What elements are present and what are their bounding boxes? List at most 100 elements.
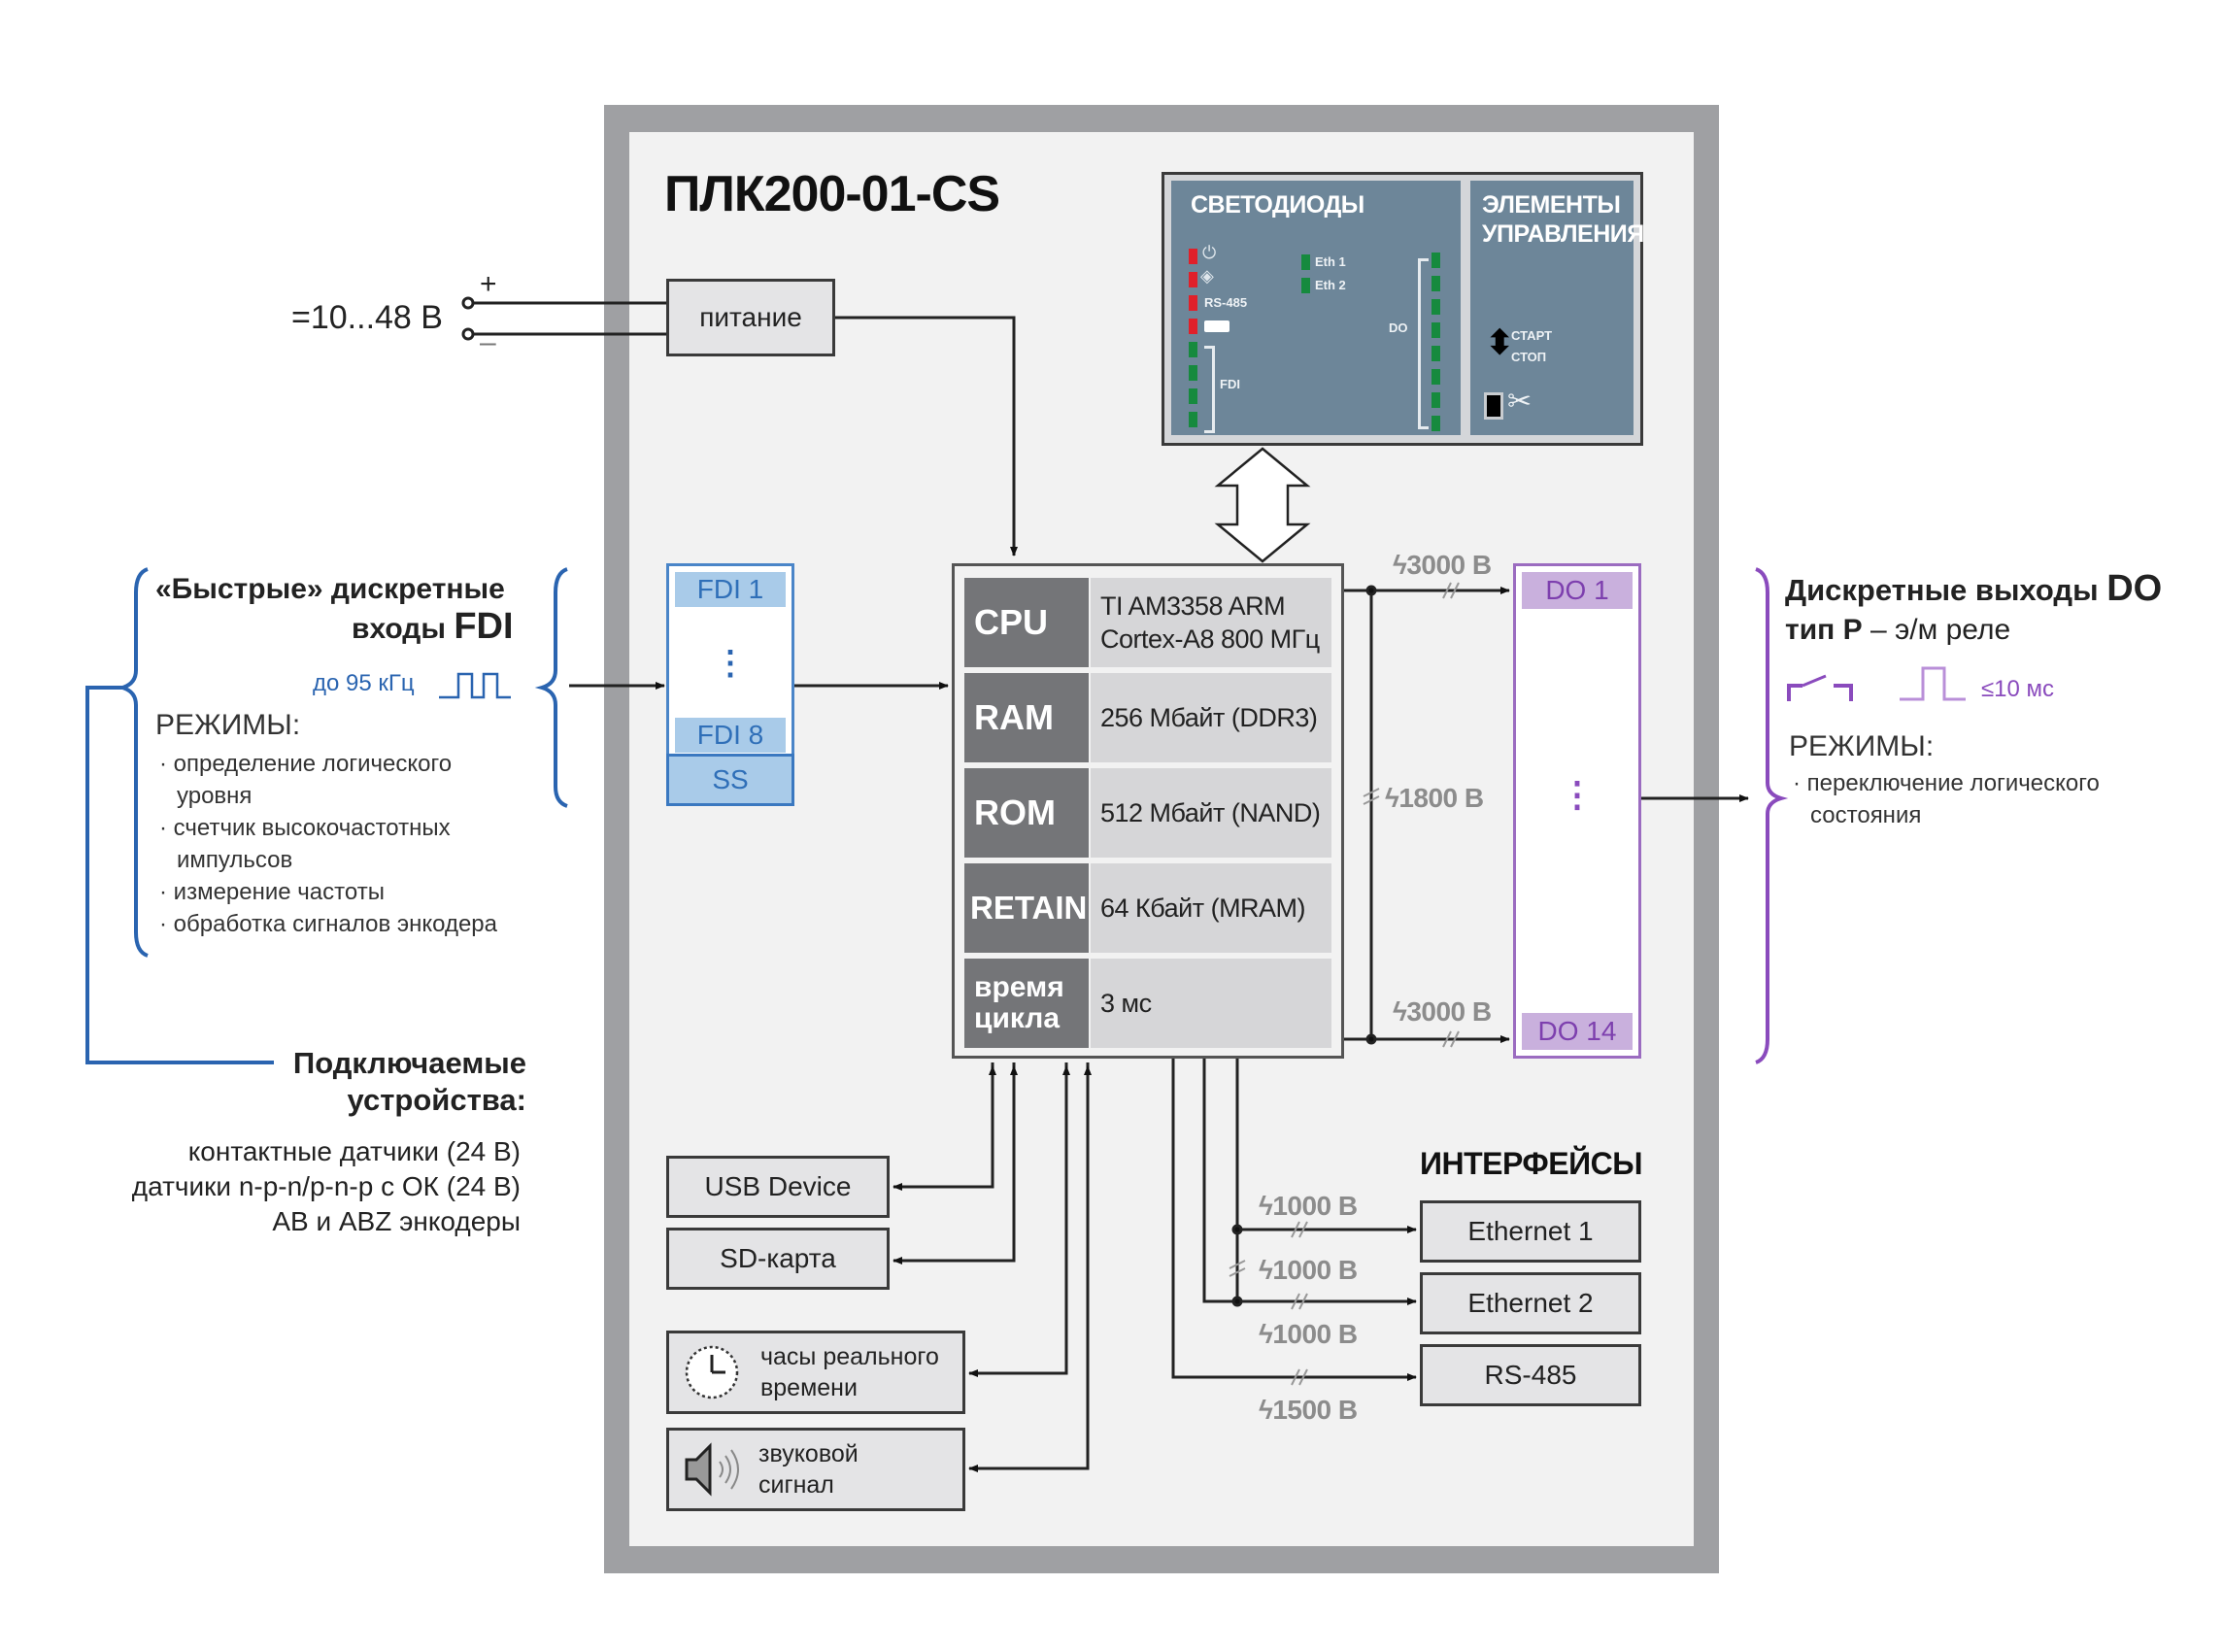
eth1-led <box>1301 254 1310 270</box>
isolation-rs485-label: ϟ1500 В <box>1259 1395 1358 1426</box>
controls-header-line1: ЭЛЕМЕНТЫ <box>1482 191 1621 219</box>
eth1-led-label: Eth 1 <box>1315 254 1346 269</box>
fdi-mode-text: определение логического <box>173 751 453 777</box>
do-type-bold: тип Р <box>1785 614 1863 646</box>
isolation-do1-value: 3000 В <box>1406 550 1492 580</box>
isolation-rs485-value: 1500 В <box>1272 1395 1358 1425</box>
do-led <box>1431 416 1440 431</box>
ram-key: RAM <box>964 673 1089 762</box>
fdi-mode-text: импульсов <box>177 847 293 873</box>
do-title-prefix: Дискретные выходы <box>1785 573 2107 607</box>
fdi-title-bold: FDI <box>454 606 514 647</box>
speaker-icon <box>685 1442 739 1497</box>
interfaces-header: ИНТЕРФЕЙСЫ <box>1420 1146 1643 1181</box>
do-brace <box>1755 567 1789 1064</box>
fdi-modes-header: РЕЖИМЫ: <box>155 709 301 741</box>
do-outputs-block: DO 1 ⋮ DO 14 <box>1513 563 1641 1059</box>
fdi-mode-item: уровня <box>159 780 497 812</box>
do-led <box>1431 253 1440 268</box>
power-symbol-icon: ⏻ <box>1202 243 1217 262</box>
fdi-brace-left <box>115 567 149 958</box>
fdi-bracket <box>1204 346 1215 433</box>
do-type-rest: – э/м реле <box>1862 614 2011 646</box>
isolation-do14-value: 3000 В <box>1406 996 1492 1027</box>
isolation-do-group-value: 1800 В <box>1398 783 1484 813</box>
terminal-minus <box>461 327 475 341</box>
fdi-led-label: FDI <box>1220 377 1240 391</box>
start-stop-switch-icon[interactable]: ⬍ <box>1486 324 1514 361</box>
fdi-modes-list: · определение логического уровня · счетч… <box>159 748 497 940</box>
buzzer-label-line1: звуковой <box>758 1440 859 1467</box>
battery-icon <box>1204 320 1229 332</box>
relay-contact-icon <box>1787 684 1802 701</box>
rtc-label: часы реального времени <box>760 1341 939 1403</box>
buzzer-block: звуковой сигнал <box>666 1428 965 1511</box>
lightning-icon: ϟ <box>1259 1191 1273 1221</box>
clock-icon <box>685 1345 739 1399</box>
do-modes-list: · переключение логического состояния <box>1793 767 2100 831</box>
controls-header-line2: УПРАВЛЕНИЯ <box>1482 220 1644 248</box>
service-button-icon[interactable] <box>1484 392 1503 420</box>
plus-terminal-label: + <box>480 268 497 300</box>
isolation-eth2-label: ϟ1000 В <box>1259 1319 1358 1350</box>
do-mode-text: состояния <box>1810 802 1922 828</box>
do-led-label: DO <box>1389 320 1408 335</box>
rs485-block: RS-485 <box>1420 1344 1641 1406</box>
cycle-key-line2: цикла <box>974 1002 1061 1034</box>
fdi-mode-text: уровня <box>177 783 253 809</box>
do-led <box>1431 276 1440 291</box>
fdi-description-title-line2: входы FDI <box>352 606 514 648</box>
retain-row: RETAIN 64 Кбайт (MRAM) <box>964 863 1331 953</box>
battery-led <box>1189 319 1197 334</box>
power-led <box>1189 249 1197 264</box>
error-led <box>1189 272 1197 287</box>
ram-row: RAM 256 Мбайт (DDR3) <box>964 673 1331 762</box>
fdi-first-channel: FDI 1 <box>675 572 786 607</box>
eth2-led <box>1301 278 1310 293</box>
do-modes-header: РЕЖИМЫ: <box>1789 730 1935 762</box>
eth2-led-label: Eth 2 <box>1315 278 1346 292</box>
device-item: АВ и ABZ энкодеры <box>272 1206 521 1236</box>
do-mode-item: · переключение логического <box>1793 770 2100 796</box>
do-bracket <box>1418 258 1429 429</box>
lightning-icon: ϟ <box>1393 996 1407 1027</box>
fdi-common-ss: SS <box>666 754 794 806</box>
error-symbol-icon: ◈ <box>1200 266 1214 286</box>
do-first-channel: DO 1 <box>1522 572 1633 609</box>
lightning-icon: ϟ <box>1385 783 1399 813</box>
connectable-devices-title: Подключаемые устройства: <box>284 1045 526 1119</box>
fdi-led <box>1189 342 1197 357</box>
cpu-value-line2: Cortex-A8 800 МГц <box>1100 624 1320 654</box>
do-switch-time: ≤10 мс <box>1981 676 2055 702</box>
sd-card-block: SD-карта <box>666 1228 890 1290</box>
do-last-channel: DO 14 <box>1522 1013 1633 1050</box>
isolation-eth-between-label: ϟ1000 В <box>1259 1255 1358 1286</box>
fdi-mode-item: импульсов <box>159 844 497 876</box>
rtc-block: часы реального времени <box>666 1331 965 1414</box>
do-led <box>1431 346 1440 361</box>
retain-key: RETAIN <box>964 863 1089 953</box>
do-mode-text: переключение логического <box>1806 770 2100 796</box>
power-supply-block: питание <box>666 279 835 356</box>
cycle-time-value: 3 мс <box>1091 959 1331 1048</box>
do-led <box>1431 299 1440 315</box>
leds-section: СВЕТОДИОДЫ ⏻ ◈ RS-485 FDI Eth 1 Eth 2 DO <box>1171 181 1461 435</box>
fdi-mode-text: счетчик высокочастотных <box>173 815 451 841</box>
cpu-key: CPU <box>964 578 1089 667</box>
devices-title-line1: Подключаемые <box>292 1046 526 1080</box>
fdi-led <box>1189 412 1197 427</box>
fdi-mode-text: измерение частоты <box>173 879 385 905</box>
fdi-led <box>1189 388 1197 404</box>
tools-icon: ✂ <box>1507 386 1533 418</box>
rom-key: ROM <box>964 768 1089 858</box>
leds-header: СВЕТОДИОДЫ <box>1191 191 1364 219</box>
do-title-bold: DO <box>2106 568 2163 609</box>
lightning-icon: ϟ <box>1259 1255 1273 1285</box>
do-mode-item: состояния <box>1793 799 2100 831</box>
devices-title-line2: устройства: <box>347 1083 526 1117</box>
ram-value: 256 Мбайт (DDR3) <box>1091 673 1331 762</box>
do-description-title-line2: тип Р – э/м реле <box>1785 614 2010 647</box>
fdi-max-frequency: до 95 кГц <box>313 670 415 696</box>
